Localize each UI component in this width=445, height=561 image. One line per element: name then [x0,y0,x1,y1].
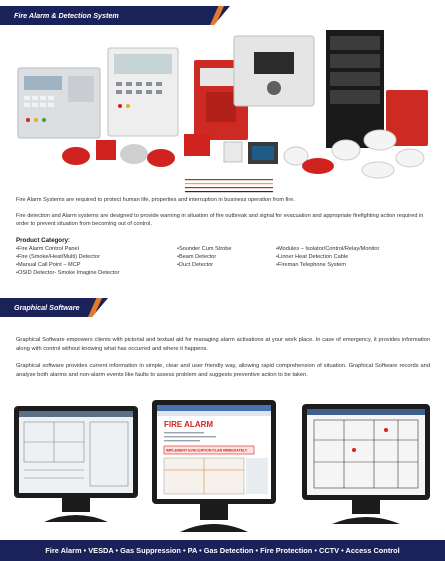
software-paragraph-1: Graphical Software empowers clients with… [16,337,430,352]
list-item: OSID Detector- Smoke Imagine Detector [16,269,119,277]
section-banner-fire-alarm: Fire Alarm & Detection System [0,6,230,25]
intro-paragraph-1: Fire Alarm Systems are required to prote… [16,197,295,203]
section-title: Graphical Software [14,303,80,312]
monitor-center: FIRE ALARM IMPLEMENT EVACUATION PLAN IMM… [152,400,276,532]
list-item: Beam Detector [177,253,232,261]
product-category-list-2: Sounder Cum Strobe Beam Detector Duct De… [177,245,232,269]
list-item: Fire (Smoke/Heat/Multi) Detector [16,253,119,261]
monitor-left [14,406,138,522]
product-category-list-3: Modules – Isolator/Control/Relay/Monitor… [276,245,379,269]
list-item: Duct Detector [177,261,232,269]
monitor-right [302,404,430,524]
list-item: Modules – Isolator/Control/Relay/Monitor [276,245,379,253]
list-item: Manual Call Point – MCP [16,261,119,269]
section-title: Fire Alarm & Detection System [14,11,119,20]
screen-subtitle: IMPLEMENT EVACUATION PLAN IMMEDIATELY [166,449,248,453]
list-item: Fireman Telephone System [276,261,379,269]
services-footer-bar: Fire Alarm • VESDA • Gas Suppression • P… [0,540,445,561]
screen-title: FIRE ALARM [164,420,213,429]
intro-paragraph-2: Fire detection and Alarm systems are des… [16,213,424,228]
list-item: Linner Heat Detection Cable [276,253,379,261]
product-category-list-1: Fire Alarm Control Panel Fire (Smoke/Hea… [16,245,119,277]
list-item: Fire Alarm Control Panel [16,245,119,253]
list-item: Sounder Cum Strobe [177,245,232,253]
detection-cable-image [185,179,273,193]
product-collage-image [17,30,428,179]
footer-text: Fire Alarm • VESDA • Gas Suppression • P… [45,546,400,555]
software-monitors-image: FIRE ALARM IMPLEMENT EVACUATION PLAN IMM… [14,400,430,532]
product-category-heading: Product Category: [16,237,70,244]
software-paragraph-2: Graphical software provides current info… [16,363,430,378]
section-banner-graphical-software: Graphical Software [0,298,108,317]
